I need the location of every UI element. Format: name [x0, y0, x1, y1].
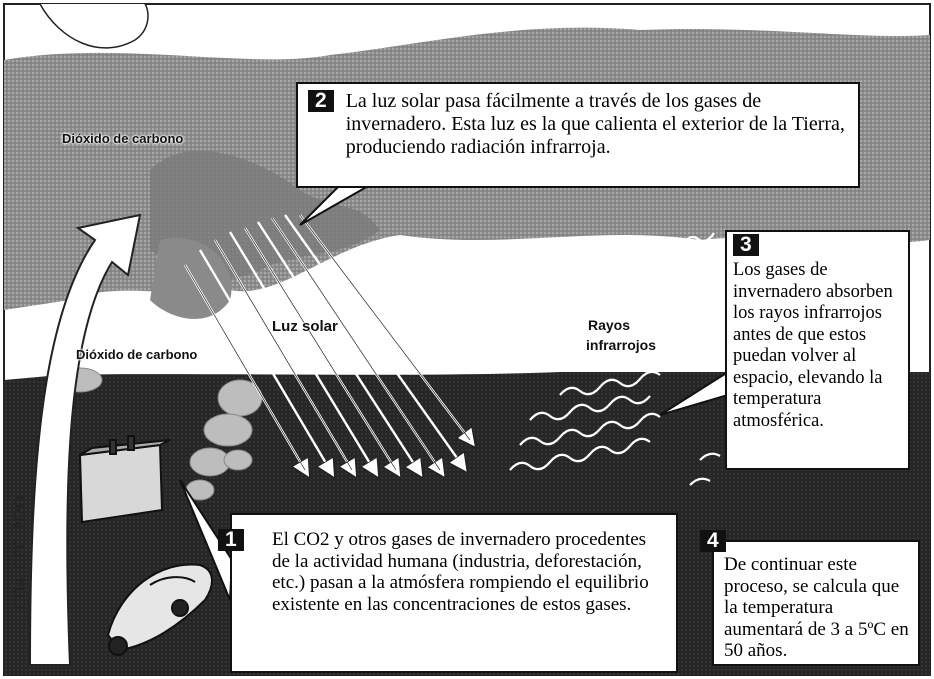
infrared-rays: [509, 232, 721, 486]
step-2-callout: 2 La luz solar pasa fácilmente a través …: [296, 82, 860, 188]
step-2-text: La luz solar pasa fácilmente a través de…: [345, 90, 845, 158]
infrared-label-line1: Rayos: [588, 317, 631, 333]
step-3-text: Los gases de invernadero absorben los ra…: [733, 260, 893, 431]
sun-shape: [39, 3, 149, 49]
step-2-number: 2: [308, 90, 334, 112]
step-1-number: 1: [218, 529, 244, 551]
step-4-number: 4: [700, 530, 726, 552]
emissions-arrow: [28, 213, 142, 666]
step-1-callout: 1 El CO2 y otros gases de invernadero pr…: [218, 513, 678, 673]
co2-label-bottom: Dióxido de carbono: [76, 347, 198, 362]
step-4-text: De continuar este proceso, se calcula qu…: [724, 554, 909, 661]
car-icon: [106, 563, 213, 656]
step-4-callout: 4 De continuar este proceso, se calcula …: [700, 530, 920, 666]
sunlight-label: Luz solar: [272, 318, 338, 335]
infrared-label-line2: infrarrojos: [586, 337, 657, 353]
co2-label-top: Dióxido de carbono: [62, 131, 184, 146]
factory-icon: [78, 435, 171, 524]
step-1-text: El CO2 y otros gases de invernadero proc…: [272, 529, 649, 615]
step-3-callout: 3 Los gases de invernadero absorben los …: [725, 230, 910, 470]
step-3-number: 3: [733, 234, 759, 256]
gases-vertical-label: CH4, CFC, N2O...: [10, 482, 29, 610]
